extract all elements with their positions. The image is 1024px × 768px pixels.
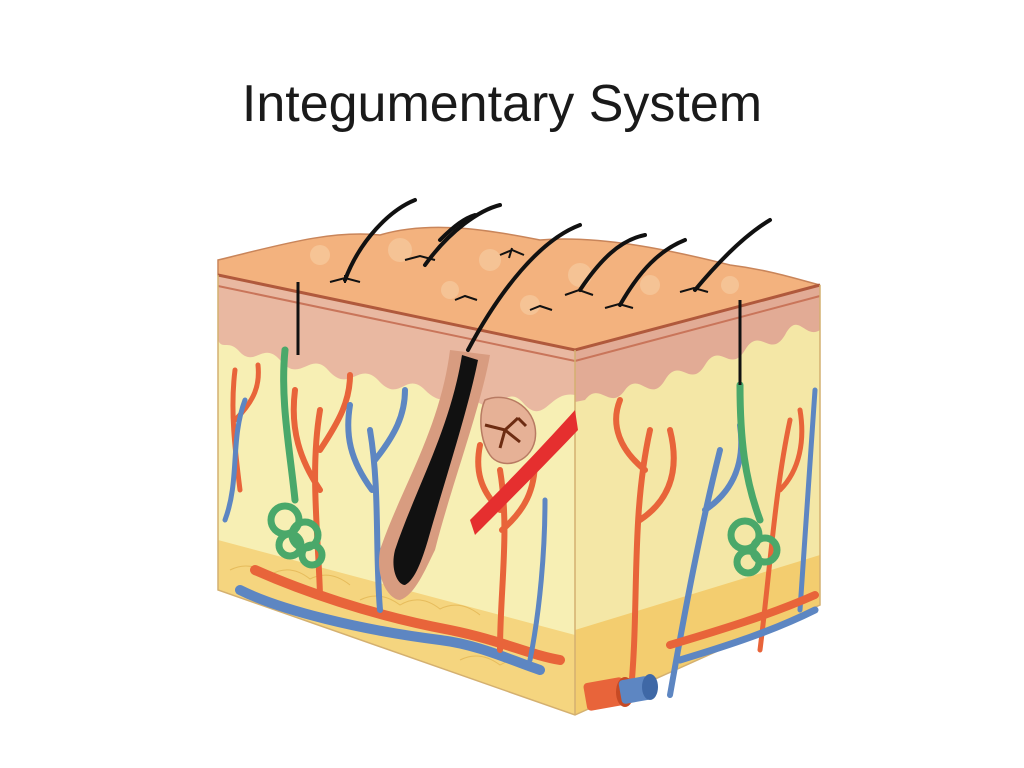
surface-texture (310, 238, 739, 315)
skin-cross-section-diagram (217, 198, 821, 716)
pores (329, 247, 709, 311)
hair-follicle (379, 350, 578, 600)
slide-title: Integumentary System (241, 75, 763, 133)
vessel-ends (583, 674, 658, 711)
hair-shafts (343, 198, 772, 352)
epidermis-front (218, 275, 575, 412)
sweat-gland-right (727, 381, 781, 577)
sebaceous-gland-branches (484, 416, 528, 449)
sebaceous-gland (480, 396, 537, 465)
arrector-pili-muscle (470, 410, 578, 535)
epidermis-side (575, 285, 820, 402)
skin-surface (217, 226, 821, 351)
sweat-gland-left (267, 346, 326, 569)
